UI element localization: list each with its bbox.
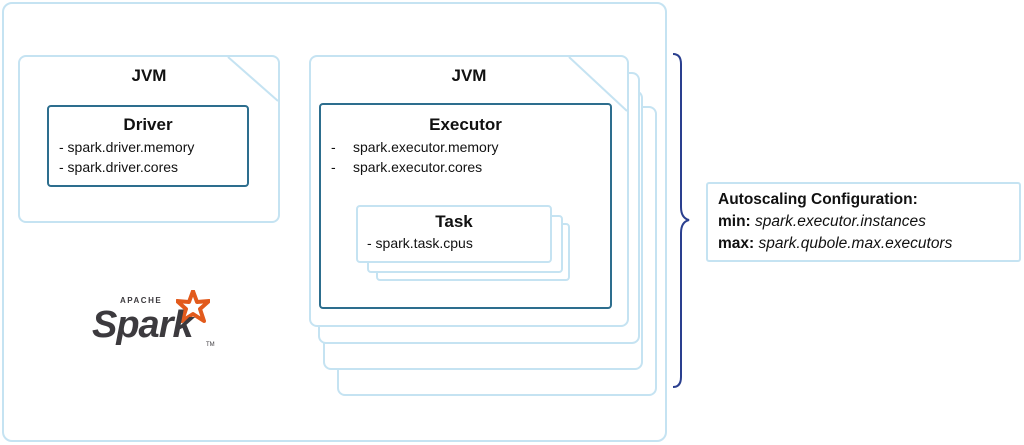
max-label: max: [718,235,755,252]
driver-cores-item: - spark.driver.cores [59,159,179,175]
logo-trademark: TM [206,342,215,348]
driver-jvm-title: JVM [131,66,167,85]
executor-jvm-title: JVM [451,66,487,85]
max-value: spark.qubole.max.executors [758,235,953,252]
spark-star-icon [176,290,210,323]
autoscaling-max: max: spark.qubole.max.executors [718,233,952,255]
task-title: Task [435,212,473,231]
min-label: min: [718,213,751,230]
executor-cores-item: spark.executor.cores [353,159,483,175]
executor-bullet: - [331,159,336,175]
curly-brace-icon [672,53,690,388]
driver-title: Driver [123,115,173,134]
executor-box: Executor - spark.executor.memory - spark… [319,103,612,309]
driver-jvm-box: JVM Driver - spark.driver.memory - spark… [18,55,280,223]
autoscaling-config-box: Autoscaling Configuration: min: spark.ex… [706,182,1021,262]
min-value: spark.executor.instances [755,213,926,230]
driver-box: Driver - spark.driver.memory - spark.dri… [47,105,249,187]
logo-apache-text: APACHE [120,296,163,305]
executor-title: Executor [429,115,502,134]
executor-bullet: - [331,139,336,155]
autoscaling-title: Autoscaling Configuration: [718,191,918,208]
task-cpus-item: - spark.task.cpus [367,235,473,251]
apache-spark-logo: APACHE Spark TM [92,288,232,358]
executor-jvm-box: JVM Executor - spark.executor.memory - s… [309,55,629,327]
logo-spark-text: Spark [92,304,194,346]
folded-corner [568,56,628,112]
autoscaling-min: min: spark.executor.instances [718,211,926,233]
task-box: Task - spark.task.cpus [356,205,552,263]
folded-corner [227,56,279,102]
driver-memory-item: - spark.driver.memory [59,139,195,155]
executor-memory-item: spark.executor.memory [353,139,499,155]
